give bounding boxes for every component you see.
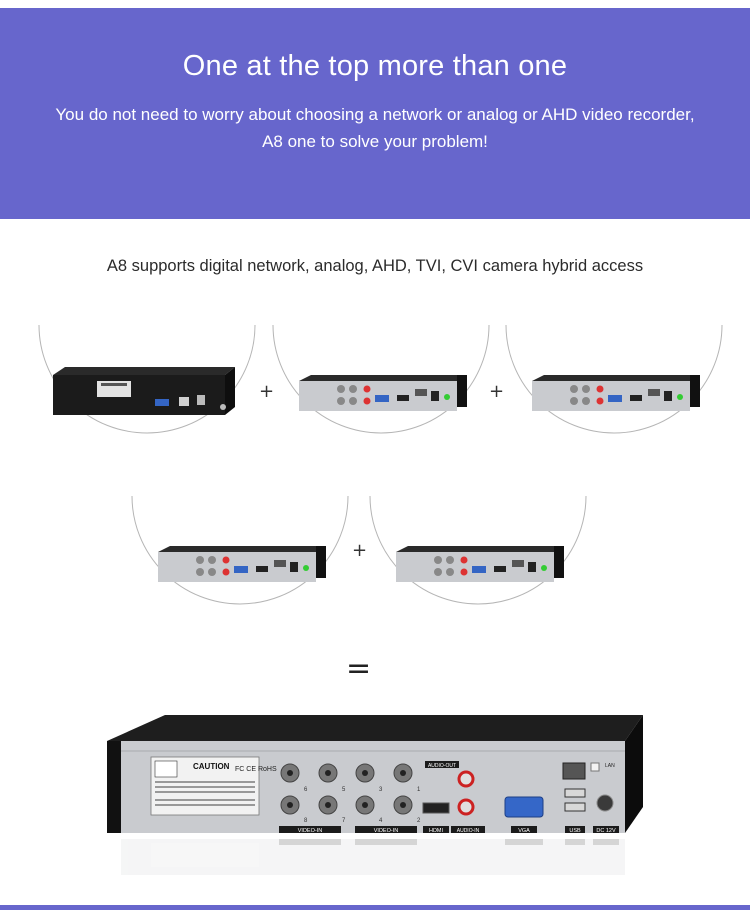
bnc-video-inputs-5-8	[280, 763, 338, 815]
hdmi-port	[422, 802, 450, 814]
plus-sign: +	[489, 381, 505, 402]
usb-label: USB	[569, 828, 581, 834]
subtitle-line-1: You do not need to worry about choosing …	[55, 105, 695, 124]
dc-label: DC 12V	[596, 828, 616, 834]
port-label-4: 4	[379, 818, 383, 824]
lan-label: LAN	[605, 763, 615, 769]
dvr-analog-circle	[271, 325, 491, 475]
dvr-tvi-circle	[130, 496, 350, 646]
audio-out-label: AUDIO-OUT	[428, 763, 456, 769]
video-in-label-2: VIDEO-IN	[374, 828, 398, 834]
dc-power-jack	[596, 794, 614, 812]
header-banner: One at the top more than one You do not …	[0, 8, 750, 219]
dvr-cvi-circle	[368, 496, 588, 646]
port-label-5: 5	[342, 787, 346, 793]
page-title: One at the top more than one	[182, 50, 568, 82]
device-top	[107, 715, 643, 741]
port-label-6: 6	[304, 787, 308, 793]
plus-sign: +	[352, 540, 368, 561]
tagline: A8 supports digital network, analog, AHD…	[106, 257, 644, 275]
nvr-network-circle	[37, 325, 257, 475]
audio-in-label: AUDIO-IN	[457, 828, 480, 834]
equals-sign: =	[346, 651, 372, 686]
hybrid-dvr-device: CAUTION FC CE RoHS 6 5 8 7 3 1 4 2 VIDEO…	[107, 715, 643, 905]
vga-port	[504, 796, 544, 818]
usb-port-2	[564, 802, 586, 812]
dvr-ahd-circle	[504, 325, 724, 475]
plus-sign: +	[259, 381, 275, 402]
port-label-1: 1	[417, 787, 421, 793]
subtitle-line-2: A8 one to solve your problem!	[262, 132, 488, 151]
bottom-divider	[0, 905, 750, 910]
device-reflection	[121, 839, 625, 875]
cert-text: FC CE RoHS	[235, 766, 277, 773]
caution-title: CAUTION	[193, 762, 230, 771]
vga-label: VGA	[518, 828, 530, 834]
hdmi-label: HDMI	[429, 828, 444, 834]
usb-port-1	[564, 788, 586, 798]
port-label-7: 7	[342, 818, 346, 824]
audio-in-jack	[457, 798, 475, 816]
lan-port	[562, 762, 586, 780]
audio-out-jack	[457, 770, 475, 788]
bnc-video-inputs-1-4	[355, 763, 413, 815]
video-in-label-1: VIDEO-IN	[298, 828, 322, 834]
port-label-2: 2	[417, 818, 421, 824]
port-label-8: 8	[304, 818, 308, 824]
port-label-3: 3	[379, 787, 383, 793]
